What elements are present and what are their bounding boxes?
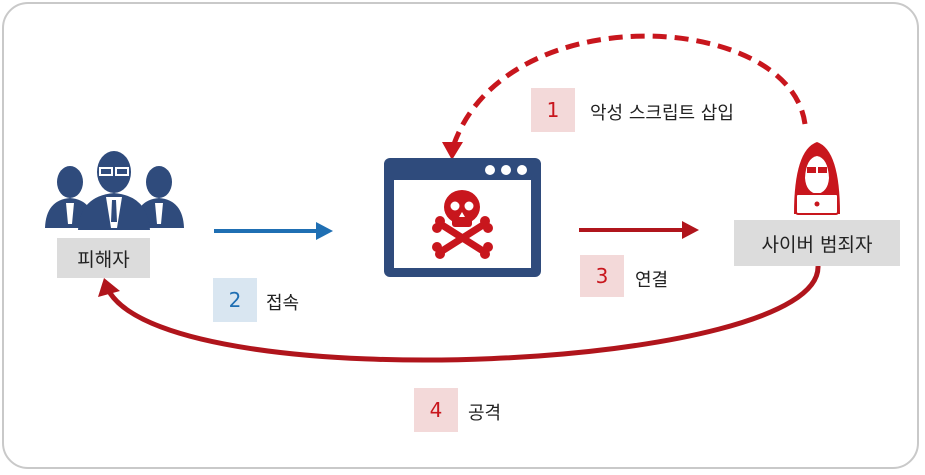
step-1-label: 악성 스크립트 삽입 xyxy=(590,103,734,124)
attacker-label: 사이버 범죄자 xyxy=(734,220,900,266)
step-2-number: 2 xyxy=(213,278,257,322)
inject-script-arrow xyxy=(449,33,808,151)
skull-browser-window-icon xyxy=(384,158,541,277)
diagram-frame xyxy=(2,2,919,469)
hooded-hacker-icon xyxy=(794,142,840,215)
step-1-number: 1 xyxy=(531,88,575,132)
victim-label-text: 피해자 xyxy=(77,248,130,271)
visit-arrow xyxy=(214,222,333,240)
step-3-number: 3 xyxy=(580,255,624,297)
step-3-label: 연결 xyxy=(635,270,669,291)
inject-script-arrowhead xyxy=(442,142,463,160)
step-2-label: 접속 xyxy=(266,293,300,314)
connect-arrow xyxy=(579,221,699,239)
step-4-number: 4 xyxy=(414,388,458,432)
attacker-label-text: 사이버 범죄자 xyxy=(761,233,873,256)
step-4-label: 공격 xyxy=(468,403,502,424)
attack-arrow xyxy=(98,265,821,363)
victim-label: 피해자 xyxy=(57,238,150,278)
users-group-icon xyxy=(45,151,184,230)
